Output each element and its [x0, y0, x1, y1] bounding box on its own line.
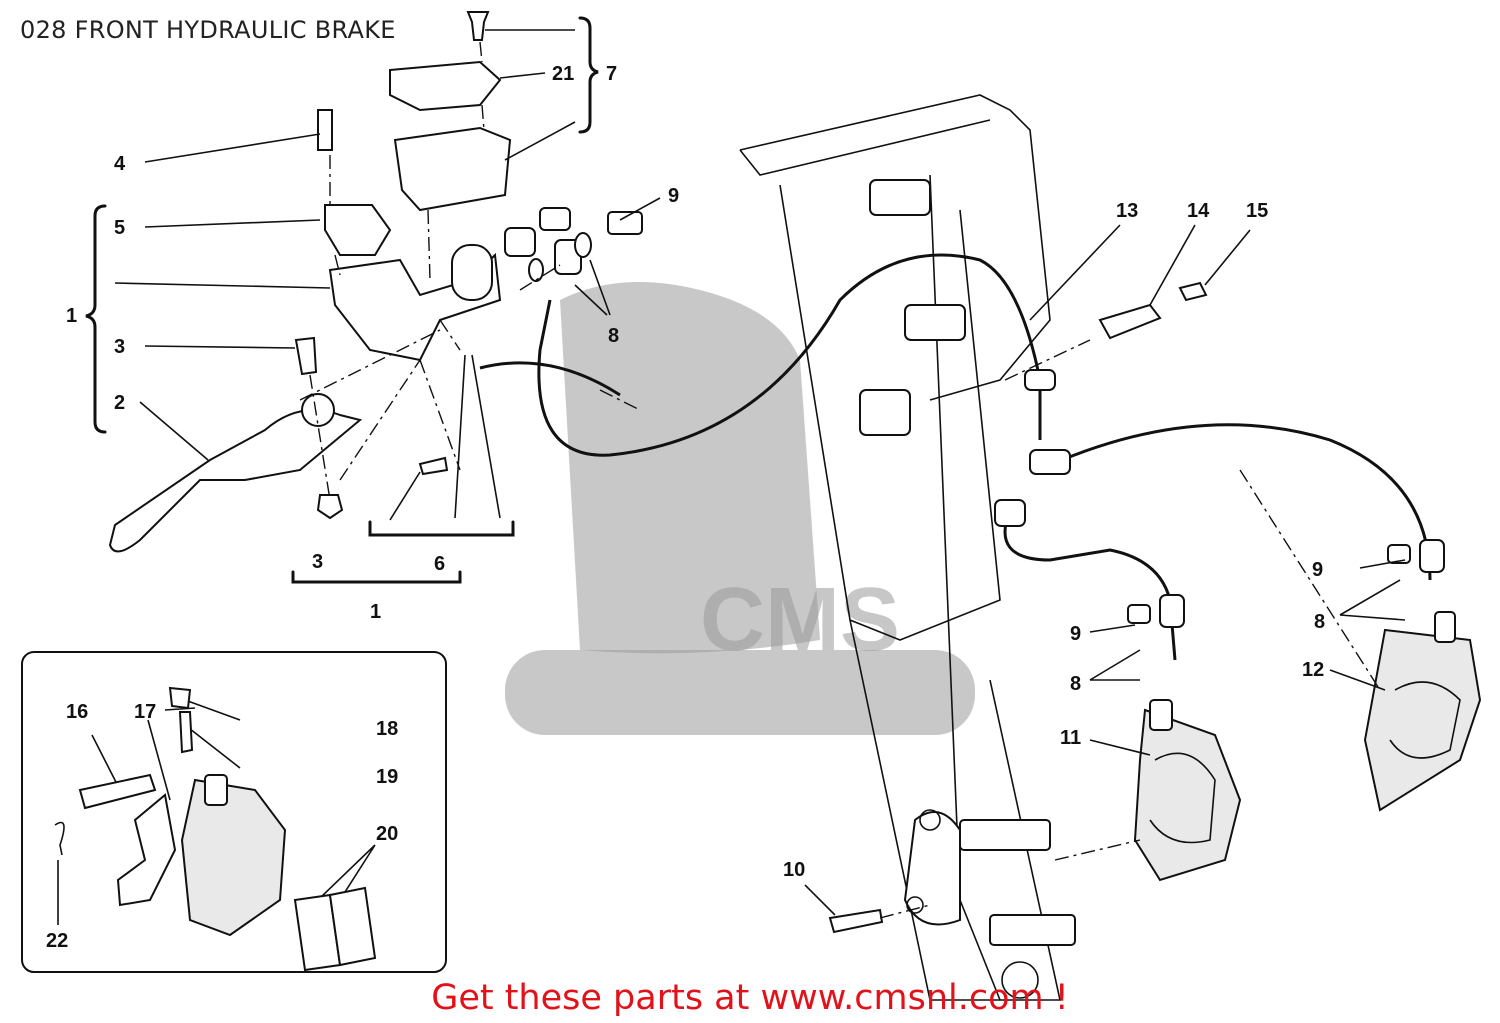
fork-assembly [739, 94, 1076, 1001]
callout-11: 11 [1060, 727, 1081, 749]
caliper-left [1363, 611, 1482, 812]
callout-9-middle: 9 [1070, 623, 1081, 645]
callout-3-upper: 3 [114, 336, 125, 358]
callout-2: 2 [114, 392, 125, 414]
callout-9-right: 9 [1312, 559, 1323, 581]
braces [85, 16, 599, 584]
fittings [294, 11, 1208, 934]
diagram-title: 028 FRONT HYDRAULIC BRAKE [20, 16, 396, 44]
watermark-text: CMS [700, 570, 900, 670]
callout-7: 7 [606, 63, 617, 85]
callout-8-top: 8 [608, 325, 619, 347]
master-cylinder [324, 60, 512, 362]
callout-15: 15 [1246, 200, 1268, 222]
inset-panel [21, 651, 447, 973]
callout-3-lower: 3 [312, 551, 323, 573]
callout-10: 10 [783, 859, 805, 881]
leader-lines [57, 29, 1406, 925]
brake-lever [108, 393, 363, 553]
callout-16: 16 [66, 701, 88, 723]
callout-1-bottom: 1 [370, 601, 381, 623]
callout-1-left: 1 [66, 305, 77, 327]
callout-labels: 21 7 4 5 1 3 2 9 8 13 14 15 3 6 1 9 8 9 … [46, 63, 1325, 952]
callout-14: 14 [1187, 200, 1210, 222]
callout-19: 19 [376, 766, 398, 788]
callout-4: 4 [114, 153, 126, 175]
callout-22: 22 [46, 930, 68, 952]
callout-21: 21 [552, 63, 574, 85]
callout-20: 20 [376, 823, 398, 845]
callout-8-right: 8 [1314, 611, 1325, 633]
callout-5: 5 [114, 217, 125, 239]
callout-18: 18 [376, 718, 398, 740]
callout-6: 6 [434, 553, 445, 575]
brake-hoses [479, 253, 1445, 661]
callout-17: 17 [134, 701, 156, 723]
callout-12: 12 [1302, 659, 1324, 681]
caliper-right [1133, 699, 1242, 882]
callout-9-top: 9 [668, 185, 679, 207]
callout-8-middle: 8 [1070, 673, 1081, 695]
cms-watermark: CMS [505, 282, 975, 735]
parts-link[interactable]: Get these parts at www.cmsnl.com ! [431, 978, 1069, 1018]
callout-13: 13 [1116, 200, 1138, 222]
